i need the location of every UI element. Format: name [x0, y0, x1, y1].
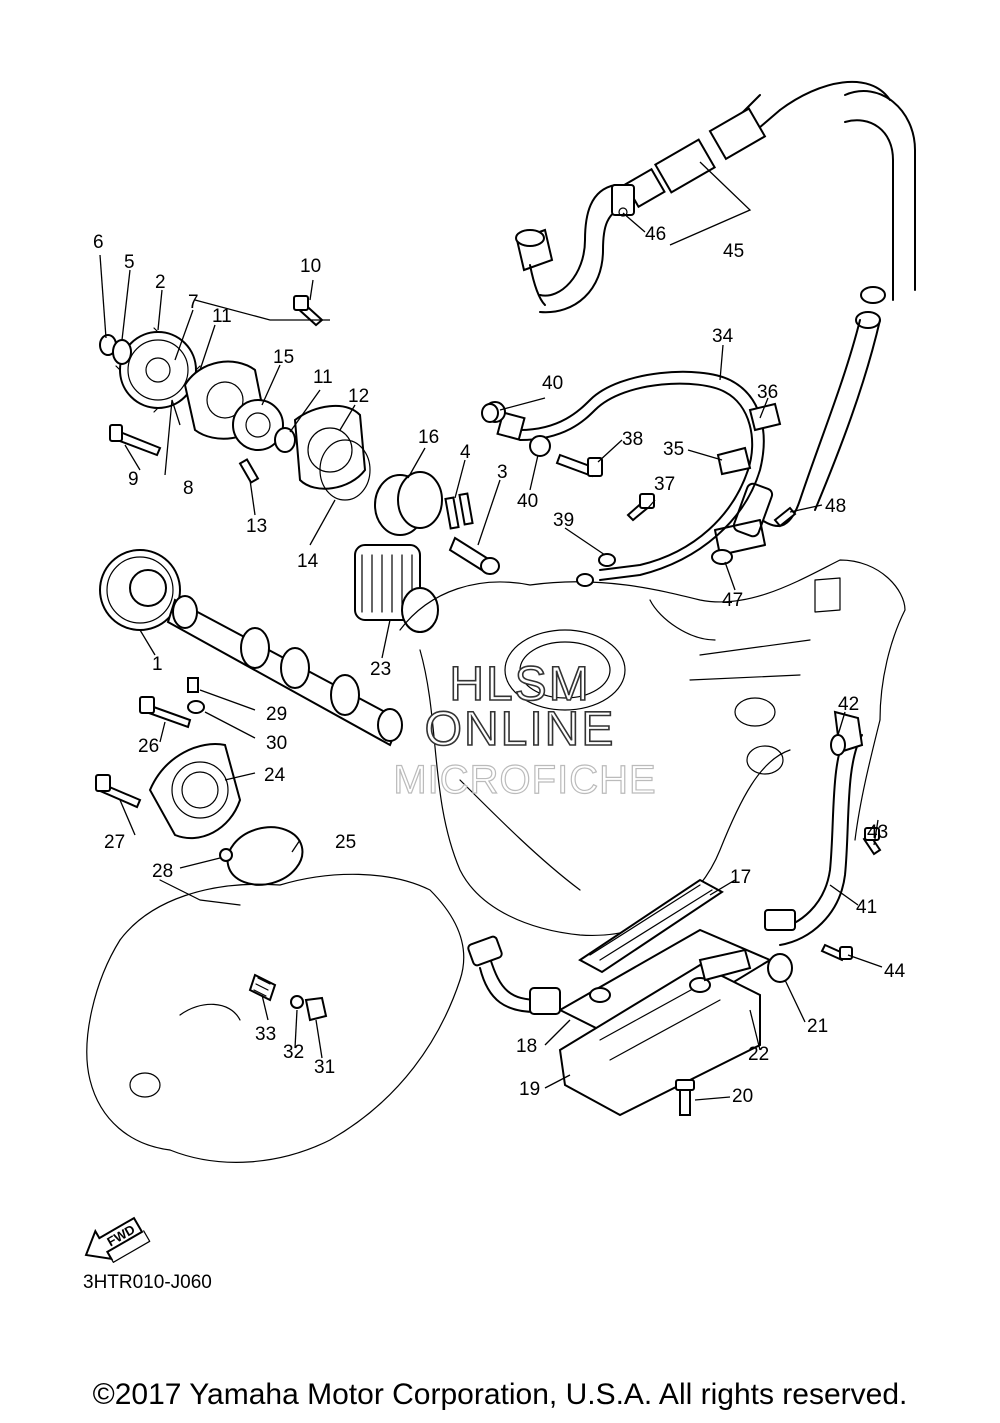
callout-26: 26 — [138, 736, 159, 757]
oil-delivery-pipe — [714, 319, 881, 946]
callout-18: 18 — [516, 1036, 537, 1057]
callout-2: 2 — [155, 272, 166, 293]
callout-5: 5 — [124, 252, 135, 273]
watermark-line-3: MICROFICHE — [393, 758, 656, 802]
camshaft-parts — [99, 549, 403, 747]
callout-19: 19 — [519, 1079, 540, 1100]
callout-20: 20 — [732, 1086, 753, 1107]
side-cover-outline — [86, 873, 465, 1163]
callout-15: 15 — [273, 347, 294, 368]
callout-33: 33 — [255, 1024, 276, 1045]
callout-32: 32 — [283, 1042, 304, 1063]
callout-48: 48 — [825, 496, 846, 517]
callout-46: 46 — [645, 224, 666, 245]
callout-47: 47 — [722, 590, 743, 611]
callout-42: 42 — [838, 694, 859, 715]
callout-7: 7 — [188, 292, 199, 313]
callout-38: 38 — [622, 429, 643, 450]
forward-direction-arrow: FWD — [84, 1216, 151, 1263]
callout-21: 21 — [807, 1016, 828, 1037]
callout-27: 27 — [104, 832, 125, 853]
leader-lines — [99, 161, 883, 1101]
callout-24: 24 — [264, 765, 286, 786]
callout-1: 1 — [152, 654, 163, 675]
callout-17: 17 — [730, 867, 751, 888]
oil-pipe-34 — [484, 370, 782, 581]
crankcase-cover-parts — [95, 677, 304, 886]
callout-22: 22 — [748, 1044, 769, 1065]
callout-numbers: 1 2 3 4 5 6 7 8 9 10 11 11 12 13 14 15 1… — [93, 224, 906, 1107]
callout-8: 8 — [183, 478, 194, 499]
callout-13: 13 — [246, 516, 267, 537]
oil-filter-parts — [354, 471, 500, 633]
callout-40a: 40 — [542, 373, 563, 394]
small-parts — [481, 403, 882, 962]
callout-25: 25 — [335, 832, 356, 853]
callout-35: 35 — [663, 439, 684, 460]
callout-14: 14 — [297, 551, 319, 572]
callout-45: 45 — [723, 241, 744, 262]
watermark: HLSM ONLINE MICROFICHE — [393, 657, 657, 802]
callout-23: 23 — [370, 659, 391, 680]
callout-29: 29 — [266, 704, 287, 725]
oil-pump-parts — [99, 295, 371, 501]
callout-9: 9 — [128, 469, 139, 490]
callout-40b: 40 — [517, 491, 538, 512]
callout-10: 10 — [300, 256, 321, 277]
oil-strainer-parts — [467, 878, 793, 1117]
callout-3: 3 — [497, 462, 508, 483]
copyright-notice: ©2017 Yamaha Motor Corporation, U.S.A. A… — [92, 1378, 908, 1411]
callout-39: 39 — [553, 510, 574, 531]
callout-11b: 11 — [313, 367, 333, 388]
callout-30: 30 — [266, 733, 287, 754]
watermark-line-2: ONLINE — [425, 703, 616, 756]
callout-43: 43 — [867, 822, 888, 843]
callout-28: 28 — [152, 861, 173, 882]
callout-6: 6 — [93, 232, 104, 253]
callout-36: 36 — [757, 382, 778, 403]
callout-37: 37 — [654, 474, 675, 495]
callout-34: 34 — [712, 326, 734, 347]
diagram-code: 3HTR010-J060 — [83, 1272, 212, 1293]
callout-44: 44 — [884, 961, 906, 982]
callout-12: 12 — [348, 386, 369, 407]
engine-crankcase-outline — [399, 559, 906, 936]
callout-41: 41 — [856, 897, 877, 918]
watermark-line-1: HLSM — [449, 658, 590, 711]
callout-4: 4 — [460, 442, 471, 463]
callout-31: 31 — [314, 1057, 335, 1078]
oil-hose-assembly — [515, 80, 916, 329]
callout-16: 16 — [418, 427, 439, 448]
callout-11a: 11 — [212, 306, 232, 327]
